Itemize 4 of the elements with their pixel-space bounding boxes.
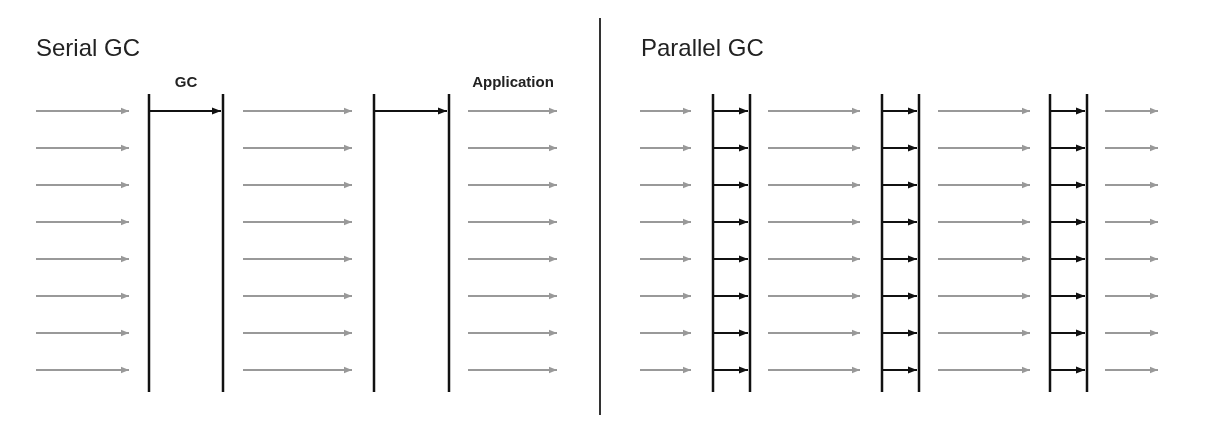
phase-label: GC [174,74,198,89]
panel-heading: Parallel GC [641,36,764,60]
panel-heading: Serial GC [36,36,141,60]
phase-label: Application [472,74,554,89]
